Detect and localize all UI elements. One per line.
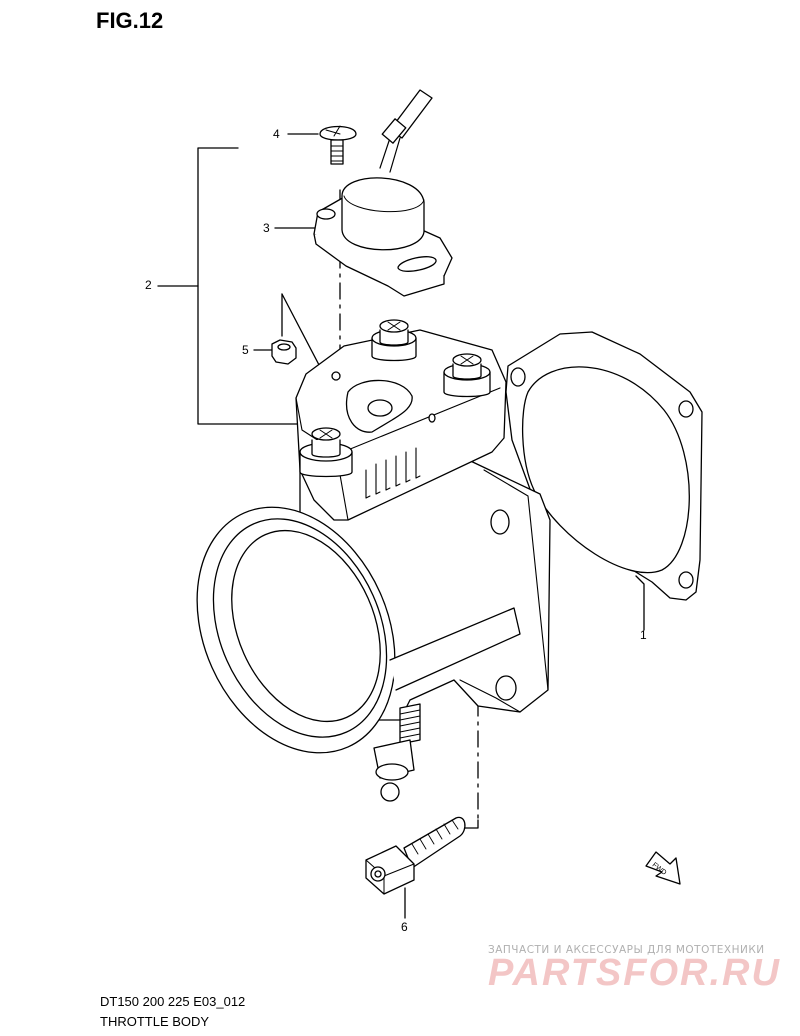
nut-part-5 (272, 340, 296, 364)
figure-code: DT150 200 225 E03_012 (100, 994, 246, 1009)
throttle-body-part-2 (160, 320, 550, 801)
leader-2-bracket (198, 148, 300, 424)
body-bolt-right (444, 354, 490, 397)
body-bolt-left (300, 428, 352, 477)
figure-title: FIG.12 (96, 8, 164, 33)
leader-1 (636, 576, 644, 630)
callout-4: 4 (273, 127, 280, 141)
callout-3: 3 (263, 221, 270, 235)
screw-part-4 (320, 126, 356, 164)
flange-bolt-part-6 (366, 817, 465, 894)
callout-6: 6 (401, 920, 408, 934)
callout-5: 5 (242, 343, 249, 357)
leader-6-elbow (462, 820, 478, 828)
figure-name: THROTTLE BODY (100, 1014, 210, 1029)
watermark-tagline: ЗАПЧАСТИ И АКСЕССУАРЫ ДЛЯ МОТОТЕХНИКИ (488, 944, 765, 956)
adjust-screw (374, 704, 420, 801)
leader-lines (158, 134, 644, 918)
throttle-position-sensor-part-3 (314, 90, 452, 296)
watermark-brand: PARTSFOR.RU (488, 952, 781, 994)
gasket-part-1 (506, 332, 702, 600)
body-bolt-top (372, 320, 416, 361)
fwd-arrow-icon: FWD (646, 852, 680, 884)
callout-1: 1 (640, 628, 647, 642)
callout-2: 2 (145, 278, 152, 292)
